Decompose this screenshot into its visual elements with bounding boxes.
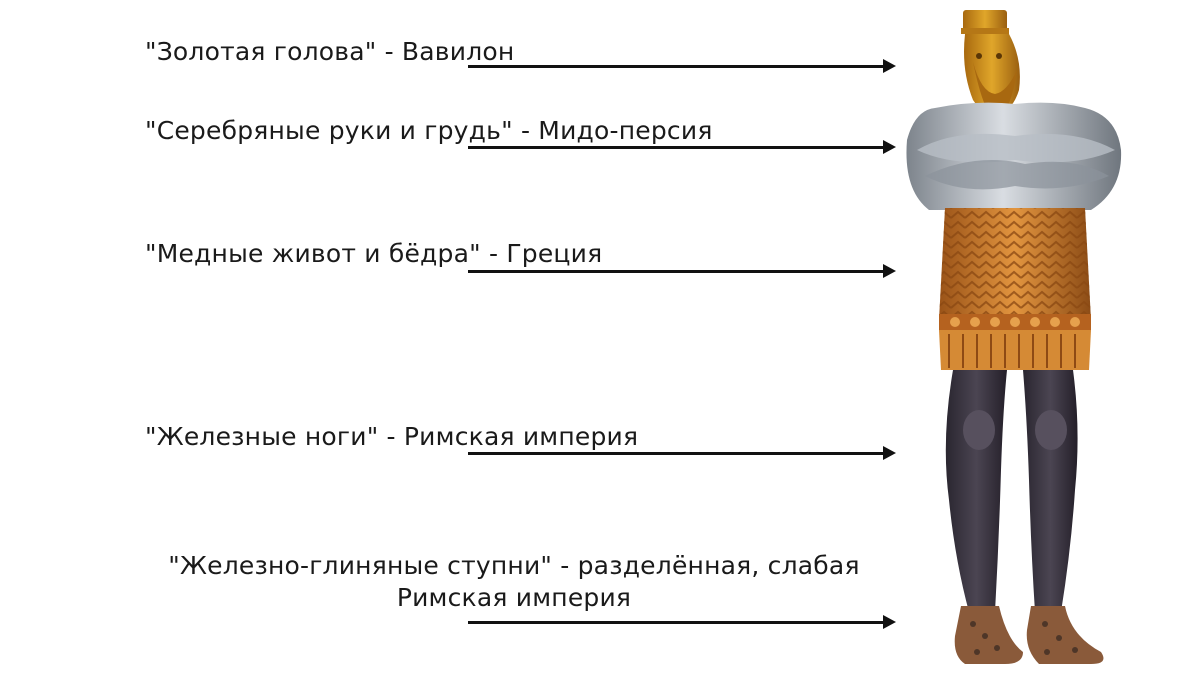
arrow-silver xyxy=(468,140,896,154)
silver-chest xyxy=(906,102,1122,210)
arrow-head-icon xyxy=(883,615,896,629)
label-clay-feet: "Железно-глиняные ступни" - разделённая,… xyxy=(138,550,890,614)
arrow-head-icon xyxy=(883,140,896,154)
label-clay-feet-line1: "Железно-глиняные ступни" - разделённая,… xyxy=(168,551,860,580)
clay-feet xyxy=(954,606,1104,664)
arrow-head-icon xyxy=(883,446,896,460)
gold-head xyxy=(961,10,1020,119)
label-bronze-belly: "Медные живот и бёдра" - Греция xyxy=(145,239,603,268)
arrow-clay xyxy=(468,615,896,629)
label-clay-feet-line2: Римская империя xyxy=(396,583,632,612)
label-silver-chest: "Серебряные руки и грудь" - Мидо-персия xyxy=(145,116,713,145)
arrow-head-icon xyxy=(883,59,896,73)
arrow-gold xyxy=(468,59,896,73)
label-gold-head: "Золотая голова" - Вавилон xyxy=(145,37,515,66)
arrow-bronze xyxy=(468,264,896,278)
bronze-belly xyxy=(939,208,1091,370)
label-iron-legs: "Железные ноги" - Римская империя xyxy=(145,422,639,451)
arrow-iron xyxy=(468,446,896,460)
arrow-head-icon xyxy=(883,264,896,278)
iron-legs xyxy=(945,370,1078,612)
statue-figure-icon xyxy=(906,10,1122,664)
